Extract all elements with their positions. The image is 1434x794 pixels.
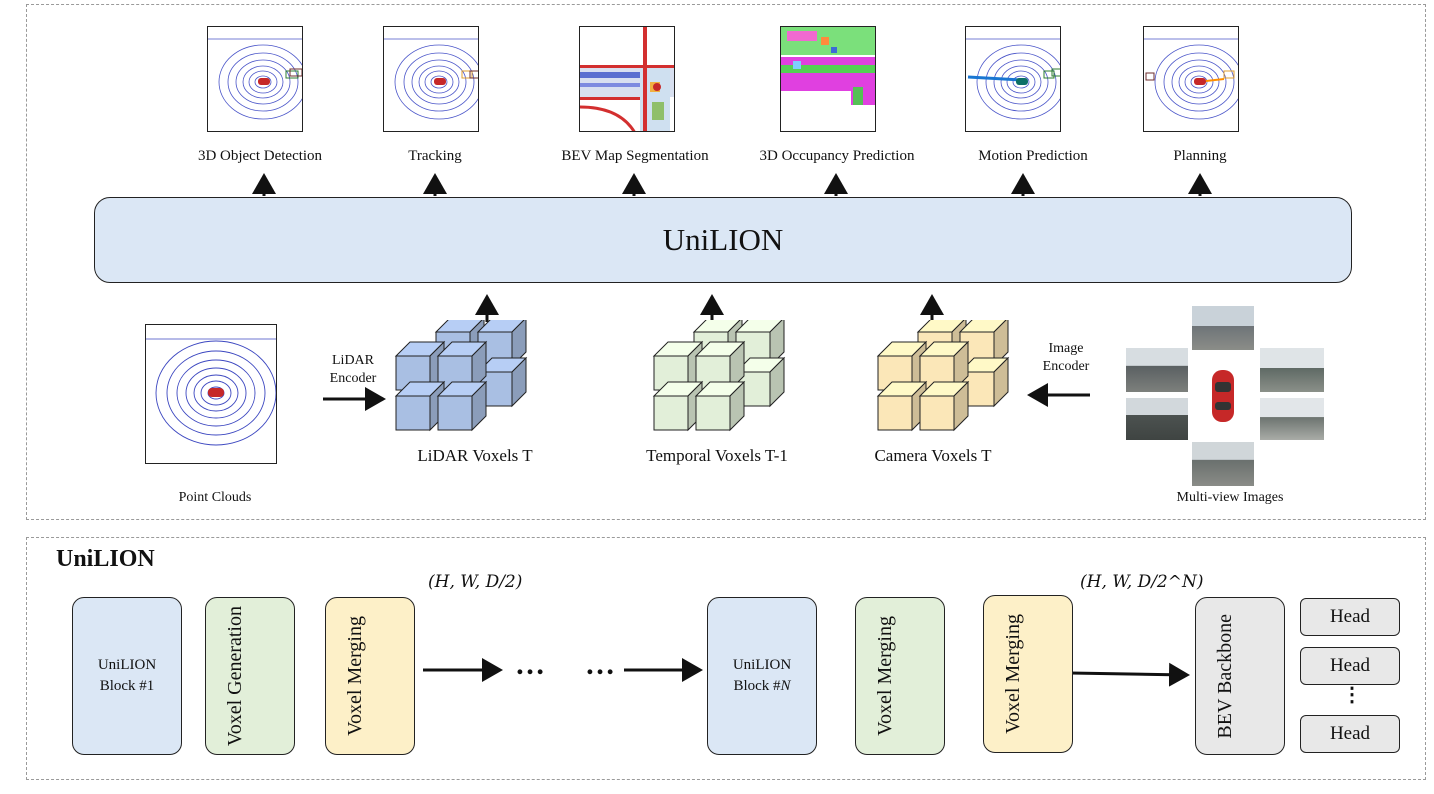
point-cloud-image: [145, 324, 277, 464]
unilion-block-n: UniLION Block #N: [707, 597, 817, 755]
task-label-planning: Planning: [1173, 148, 1227, 164]
bottom-panel-title: UniLION: [56, 546, 155, 572]
camera-front-image: [1192, 306, 1254, 350]
unilion-bar-label: UniLION: [662, 222, 784, 257]
task-label-map-segmentation: BEV Map Segmentation: [561, 148, 709, 164]
camera-back-right-image: [1260, 398, 1324, 440]
camera-voxel-cube-5: [918, 340, 970, 392]
heads-vertical-dots: ⋮: [1342, 684, 1362, 706]
camera-voxels-cubes: [876, 320, 1010, 432]
tracking-bev-icon: [383, 26, 479, 132]
unilion-block-1: UniLION Block #1: [72, 597, 182, 755]
unilion-block-n-prefix: UniLION Block #: [732, 657, 792, 694]
head-box-2: Head: [1300, 647, 1400, 685]
voxel-merging-block-3: Voxel Merging: [983, 595, 1073, 753]
ellipsis-right: …: [585, 648, 615, 681]
temporal-voxel-cube-7: [694, 380, 746, 432]
planning-bev-icon: [1143, 26, 1239, 132]
lidar-voxel-cube-5: [436, 340, 488, 392]
dims-label-1-text: (H, W, D/2): [428, 572, 523, 592]
bev-backbone-block: BEV Backbone: [1195, 597, 1285, 755]
map-segmentation-icon: [579, 26, 675, 132]
unilion-block-n-var: N: [780, 678, 791, 694]
dims-label-2-text: (H, W, D/2^N): [1080, 572, 1204, 592]
task-label-detection: 3D Object Detection: [197, 148, 323, 164]
camera-front-left-image: [1126, 348, 1188, 392]
bev-backbone-label: BEV Backbone: [1214, 613, 1236, 739]
lidar-voxels-cubes: [394, 320, 528, 432]
camera-back-image: [1192, 442, 1254, 486]
unilion-block-1-label: UniLION Block #1: [97, 657, 157, 694]
motion-bev-icon: [965, 26, 1061, 132]
task-label-motion: Motion Prediction: [978, 148, 1088, 164]
lidar-voxel-cube-6: [394, 380, 446, 432]
multi-view-images: [1124, 306, 1328, 488]
camera-voxel-cube-6: [876, 380, 928, 432]
camera-voxel-cube-7: [918, 380, 970, 432]
temporal-voxel-cube-5: [694, 340, 746, 392]
unilion-backbone-bar: UniLION: [94, 197, 1352, 283]
voxel-merging-label-1: Voxel Merging: [344, 616, 366, 736]
dims-label-2: (H, W, D/2^N): [1080, 572, 1204, 592]
point-clouds-caption: Point Clouds: [178, 490, 252, 505]
head-box-1: Head: [1300, 598, 1400, 636]
voxel-generation-label: Voxel Generation: [224, 605, 246, 747]
temporal-voxels-cubes: [652, 320, 786, 432]
lidar-voxel-cube-7: [436, 380, 488, 432]
top-panel: [26, 4, 1426, 520]
dims-label-1: (H, W, D/2): [428, 572, 522, 592]
voxel-merging-label-3: Voxel Merging: [1002, 614, 1024, 734]
camera-back-left-image: [1126, 398, 1188, 440]
task-label-tracking: Tracking: [408, 148, 462, 164]
bottom-panel: [26, 537, 1426, 780]
voxel-merging-block-1: Voxel Merging: [325, 597, 415, 755]
occupancy-icon: [780, 26, 876, 132]
camera-voxels-caption: Camera Voxels T: [874, 446, 992, 465]
image-encoder-label: Image Encoder: [1042, 341, 1090, 374]
multi-view-caption: Multi-view Images: [1176, 490, 1284, 505]
detection-bev-icon: [207, 26, 303, 132]
temporal-voxels-caption: Temporal Voxels T-1: [646, 446, 788, 465]
head-box-3: Head: [1300, 715, 1400, 753]
unilion-block-n-label: UniLION Block #N: [724, 655, 800, 697]
camera-front-right-image: [1260, 348, 1324, 392]
ellipsis-left: …: [515, 648, 545, 681]
ego-car-icon: [1212, 370, 1234, 422]
task-label-occupancy: 3D Occupancy Prediction: [759, 148, 915, 164]
temporal-voxel-cube-6: [652, 380, 704, 432]
voxel-generation-block: Voxel Generation: [205, 597, 295, 755]
lidar-voxels-caption: LiDAR Voxels T: [417, 446, 533, 465]
lidar-encoder-label: LiDAR Encoder: [329, 353, 377, 386]
voxel-merging-label-2: Voxel Merging: [874, 616, 896, 736]
voxel-merging-block-2: Voxel Merging: [855, 597, 945, 755]
